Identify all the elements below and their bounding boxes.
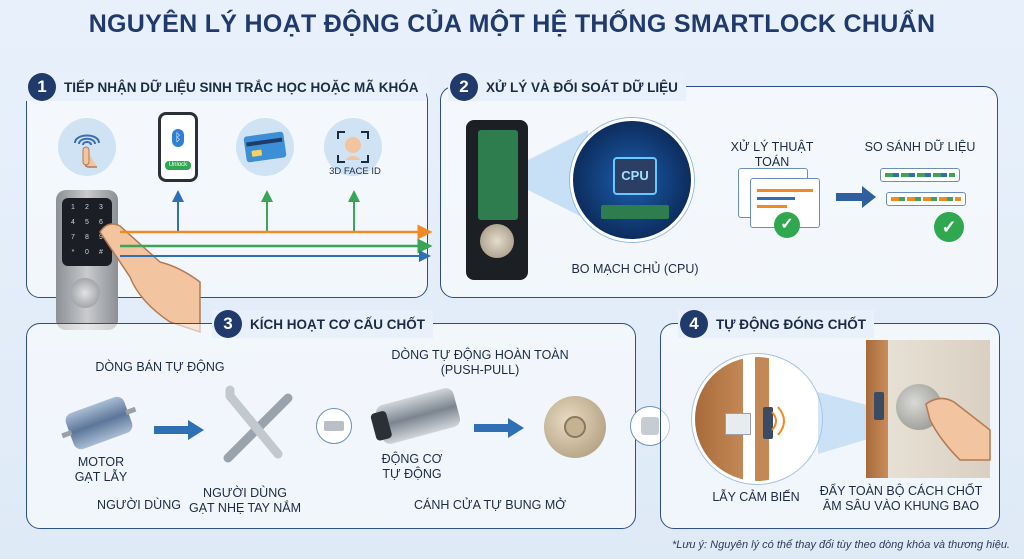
cpu-chip-label: CPU [613,157,657,195]
step-1-label: TIẾP NHẬN DỮ LIỆU SINH TRẮC HỌC HOẶC MÃ … [64,79,419,95]
step-2-label: XỬ LÝ VÀ ĐỐI SOÁT DỮ LIỆU [486,79,678,95]
motor-label: MOTOR GẠT LẪY [74,455,128,484]
lever-icon [223,385,293,463]
door-illustration [866,340,991,478]
step-4-header: 4 TỰ ĐỘNG ĐÓNG CHỐT [678,310,874,338]
fingerprint-icon [58,118,116,176]
step-4-label: TỰ ĐỘNG ĐÓNG CHỐT [716,316,866,332]
arrow-engine-to-deadbolt [474,418,524,438]
deadbolt-icon [544,396,606,458]
arrow-motor-to-lever [154,420,204,440]
unlock-button[interactable]: Unlock [165,161,191,170]
cpu-icon: CPU [570,118,694,242]
ram-stick [601,205,669,219]
step-3-label: KÍCH HOẠT CƠ CẤU CHỐT [250,316,426,332]
process-arrow [836,186,876,208]
footnote: *Lưu ý: Nguyên lý có thể thay đổi tùy th… [672,539,1010,551]
push-label: ĐẨY TOÀN BỘ CÁCH CHỐT ÂM SÂU VÀO KHUNG B… [819,484,983,513]
face-id-label: 3D FACE ID [329,166,381,177]
step-3-header: 3 KÍCH HOẠT CƠ CẤU CHỐT [212,310,434,338]
pcb-board [478,130,518,220]
algorithm-label: XỬ LÝ THUẬT TOÁN [730,140,814,169]
zoom-beam [818,392,878,454]
step-3-badge: 3 [214,310,242,338]
sensor-wave-icon [771,406,785,436]
smartphone-bluetooth-icon: ᛒ Unlock [158,112,198,182]
hand-illustration [99,223,201,334]
step-2-badge: 2 [450,73,478,101]
bolt-connector-icon [316,408,352,444]
compare-label: SO SÁNH DỮ LIỆU [864,140,976,154]
user-press-label: NGƯỜI DÙNG GẠT NHẸ TAY NẮM [188,486,302,515]
step-1-badge: 1 [28,73,56,101]
full-auto-label: DÒNG TỰ ĐỘNG HOÀN TOÀN (PUSH-PULL) [391,348,569,377]
compare-panels: ✓ [880,168,966,242]
step-4-badge: 4 [680,310,708,338]
page-title: NGUYÊN LÝ HOẠT ĐỘNG CỦA MỘT HỆ THỐNG SMA… [88,10,936,38]
semi-auto-label: DÒNG BÁN TỰ ĐỘNG [95,360,225,374]
card-icon [236,118,294,176]
user-label: NGƯỜI DÙNG [97,498,181,512]
lock-mainboard [466,120,528,280]
step-1-header: 1 TIẾP NHẬN DỮ LIỆU SINH TRẮC HỌC HOẶC M… [26,73,427,101]
handle-knob [70,278,100,308]
sensor-detail-circle [692,354,822,484]
bluetooth-icon: ᛒ [172,129,184,147]
mainboard-label: BO MẠCH CHỦ (CPU) [571,262,699,276]
sensor-label: LẪY CẢM BIẾN [712,490,800,504]
step-2-header: 2 XỬ LÝ VÀ ĐỐI SOÁT DỮ LIỆU [448,73,686,101]
door-open-label: CÁNH CỬA TỰ BUNG MỞ [414,498,566,512]
engine-label: ĐỘNG CƠ TỰ ĐỘNG [381,452,443,481]
check-icon: ✓ [774,212,800,238]
algorithm-windows: ✓ [738,168,822,238]
lock-knob [480,224,514,258]
face-id-icon [324,118,382,176]
check-icon: ✓ [934,212,964,242]
